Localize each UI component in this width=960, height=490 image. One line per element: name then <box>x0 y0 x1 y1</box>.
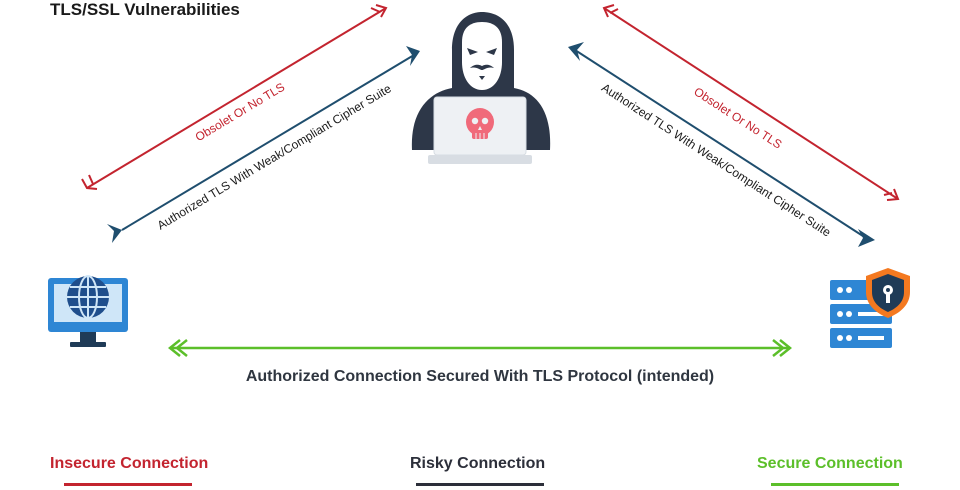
legend-insecure-text: Insecure Connection <box>50 455 209 472</box>
page-title: TLS/SSL Vulnerabilities <box>50 0 240 19</box>
computer-globe-icon <box>48 275 128 347</box>
legend-risky: Risky Connection <box>410 455 545 486</box>
server-shield-icon <box>830 268 910 348</box>
right-insecure-arrow <box>602 4 900 201</box>
legend-secure-line <box>771 483 899 486</box>
legend-risky-line <box>416 483 544 486</box>
legend-insecure: Insecure Connection <box>50 455 208 486</box>
hacker-laptop-icon <box>411 12 551 164</box>
left-risky-arrow <box>107 46 420 243</box>
legend-insecure-line <box>64 483 192 486</box>
legend-secure-text: Secure Connection <box>757 455 903 472</box>
legend-risky-text: Risky Connection <box>410 455 546 472</box>
secure-arrow <box>167 339 793 357</box>
left-insecure-arrow <box>81 4 388 190</box>
legend-secure: Secure Connection <box>757 455 903 486</box>
secure-connection-label: Authorized Connection Secured With TLS P… <box>245 368 715 385</box>
right-risky-arrow <box>568 42 875 247</box>
